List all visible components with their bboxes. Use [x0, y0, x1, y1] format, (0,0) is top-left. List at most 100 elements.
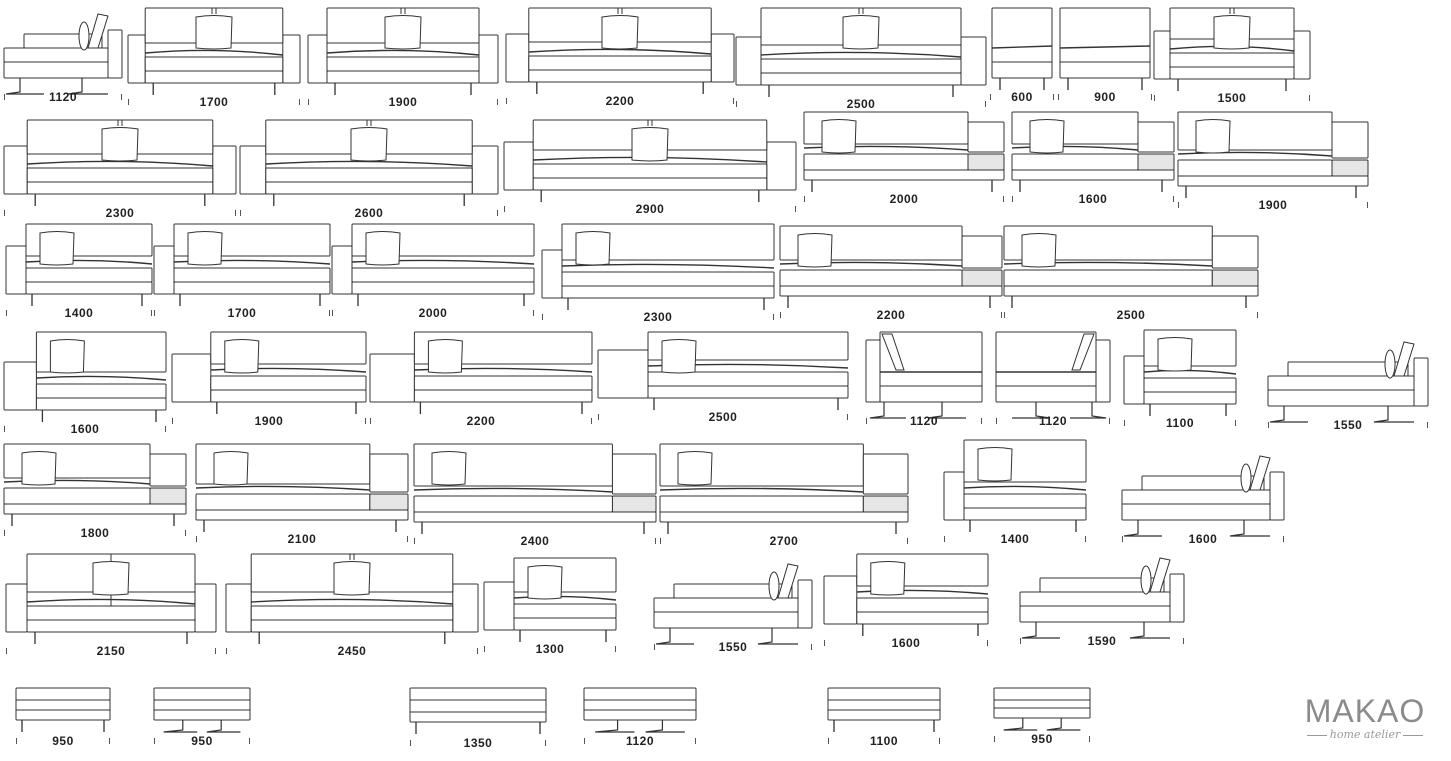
module-drawing	[5, 223, 153, 306]
sofa-module: 1120	[583, 686, 697, 750]
dimension-tick	[1183, 638, 1184, 644]
sofa-module: 2450	[225, 552, 479, 660]
brand-tagline: home atelier	[1290, 728, 1440, 742]
sofa-module: 1100	[827, 686, 941, 750]
module-drawing	[993, 687, 1091, 731]
module-width-label: 2700	[769, 534, 799, 548]
sofa-module: 1800	[3, 442, 187, 542]
module-drawing	[195, 443, 409, 532]
module-width-label: 950	[191, 734, 213, 748]
module-width-label: 2100	[287, 532, 317, 546]
module-drawing	[1123, 329, 1237, 416]
module-drawing	[331, 223, 535, 306]
dimension-tick	[736, 101, 737, 107]
dimension-tick	[1122, 536, 1123, 542]
module-drawing	[5, 553, 217, 644]
dimension-tick	[4, 530, 5, 536]
dimension-tick	[497, 210, 498, 216]
dimension-tick	[1124, 420, 1125, 426]
dimension-tick	[1283, 536, 1284, 542]
dimension-tick	[598, 414, 599, 420]
dimension-tick	[154, 310, 155, 316]
sofa-module: 2400	[413, 442, 657, 550]
dimension-tick	[215, 648, 216, 654]
dimension-tick	[1004, 312, 1005, 318]
dimension-tick	[1173, 196, 1174, 202]
module-width-label: 1120	[909, 414, 939, 428]
module-width-label: 1120	[1038, 414, 1068, 428]
module-drawing	[171, 331, 367, 414]
dimension-tick	[4, 426, 5, 432]
module-drawing	[483, 557, 617, 642]
sofa-module: 2200	[779, 224, 1003, 324]
dimension-tick	[1085, 536, 1086, 542]
module-drawing	[3, 13, 123, 95]
module-width-label: 2000	[889, 192, 919, 206]
dimension-tick	[151, 310, 152, 316]
dimension-tick	[4, 94, 5, 100]
module-width-label: 1600	[1078, 192, 1108, 206]
dimension-tick	[477, 648, 478, 654]
module-drawing	[225, 553, 479, 644]
dimension-tick	[4, 210, 5, 216]
sofa-module: 1120	[865, 330, 983, 430]
module-drawing	[3, 443, 187, 526]
dimension-tick	[1257, 312, 1258, 318]
dimension-tick	[944, 536, 945, 542]
sofa-module: 1900	[1177, 110, 1369, 214]
dimension-tick	[1178, 202, 1179, 208]
sofa-module: 1120	[3, 6, 123, 106]
module-width-label: 1700	[199, 95, 229, 109]
dimension-tick	[811, 644, 812, 650]
module-drawing	[3, 119, 237, 206]
module-drawing	[409, 687, 547, 734]
module-drawing	[827, 687, 941, 732]
module-drawing	[1003, 225, 1259, 308]
dimension-tick	[332, 310, 333, 316]
sofa-module: 1100	[1123, 328, 1237, 432]
sofa-module: 1600	[823, 552, 989, 652]
module-drawing	[597, 331, 849, 410]
sofa-module: 1900	[307, 6, 499, 111]
module-drawing	[583, 687, 697, 733]
dimension-tick	[414, 538, 415, 544]
sofa-module: 1400	[943, 438, 1087, 548]
sofa-module: 1120	[995, 330, 1111, 430]
module-drawing	[307, 7, 499, 95]
dimension-tick	[329, 310, 330, 316]
dimension-tick	[1235, 420, 1236, 426]
sofa-module: 2200	[505, 6, 735, 110]
sofa-module: 1700	[153, 222, 331, 322]
dimension-tick	[824, 640, 825, 646]
dimension-tick	[128, 99, 129, 105]
sofa-module: 1590	[1019, 552, 1185, 650]
dimension-tick	[804, 196, 805, 202]
dimension-tick	[506, 98, 507, 104]
dimension-tick	[1154, 95, 1155, 101]
module-width-label: 1590	[1087, 634, 1117, 648]
dimension-tick	[249, 738, 250, 744]
dimension-tick	[16, 738, 17, 744]
dimension-tick	[780, 312, 781, 318]
sofa-module: 600	[990, 6, 1054, 106]
dimension-tick	[226, 648, 227, 654]
dimension-tick	[407, 536, 408, 542]
module-width-label: 1100	[869, 734, 899, 748]
sofa-module: 1600	[1121, 438, 1285, 548]
dimension-tick	[615, 646, 616, 652]
dimension-tick	[1003, 196, 1004, 202]
dimension-tick	[1268, 422, 1269, 428]
dimension-tick	[1427, 422, 1428, 428]
module-width-label: 1500	[1217, 91, 1247, 105]
module-width-label: 1900	[388, 95, 418, 109]
module-width-label: 1900	[254, 414, 284, 428]
module-width-label: 1600	[891, 636, 921, 650]
module-drawing	[991, 7, 1053, 90]
sofa-module: 2500	[735, 6, 987, 113]
dimension-tick	[733, 98, 734, 104]
dimension-tick	[828, 738, 829, 744]
module-drawing	[541, 223, 775, 310]
dimension-tick	[584, 738, 585, 744]
dimension-tick	[1058, 94, 1059, 100]
module-width-label: 2000	[418, 306, 448, 320]
